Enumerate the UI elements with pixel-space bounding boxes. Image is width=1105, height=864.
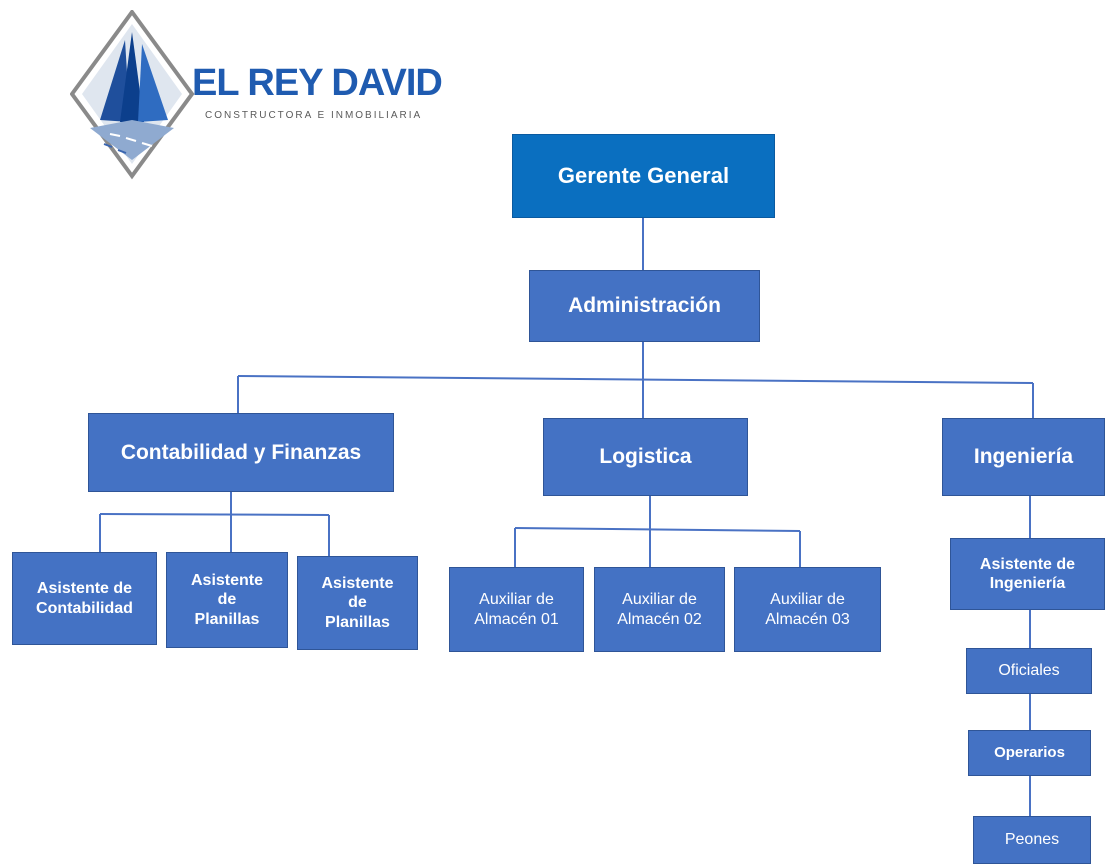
- node-auxiliar-almacen-03: Auxiliar de Almacén 03: [734, 567, 881, 652]
- node-label: Peones: [1004, 831, 1060, 849]
- node-auxiliar-almacen-02: Auxiliar de Almacén 02: [594, 567, 725, 652]
- node-administracion: Administración: [529, 270, 760, 342]
- node-operarios: Operarios: [968, 730, 1091, 776]
- node-label: Auxiliar de Almacén 01: [474, 591, 559, 628]
- node-label: Auxiliar de Almacén 02: [617, 591, 702, 628]
- connector-main-bus: [237, 375, 1034, 384]
- node-label: Operarios: [994, 744, 1065, 761]
- node-label: Asistente de Ingeniería: [979, 555, 1076, 592]
- node-peones: Peones: [973, 816, 1091, 864]
- brand-name: EL REY DAVID: [192, 62, 443, 104]
- node-ingenieria: Ingeniería: [942, 418, 1105, 496]
- node-label: Auxiliar de Almacén 03: [765, 591, 850, 628]
- brand-tagline: CONSTRUCTORA E INMOBILIARIA: [205, 110, 423, 121]
- node-label: Asistente de Contabilidad: [36, 580, 133, 617]
- node-asistente-planillas-1: Asistente de Planillas: [166, 552, 288, 648]
- node-contabilidad-finanzas: Contabilidad y Finanzas: [88, 413, 394, 492]
- node-label: Asistente de Planillas: [190, 572, 264, 628]
- node-label: Contabilidad y Finanzas: [120, 440, 362, 464]
- building-diamond-icon: [70, 10, 195, 180]
- node-label: Ingeniería: [973, 445, 1074, 469]
- node-gerente-general: Gerente General: [512, 134, 775, 218]
- node-label: Administración: [568, 294, 721, 318]
- node-label: Logistica: [599, 445, 692, 469]
- connector-logistica-hbus: [514, 527, 801, 532]
- connector-contabilidad-hbus: [99, 513, 330, 516]
- node-label: Gerente General: [557, 162, 730, 188]
- node-label: Oficiales: [998, 662, 1060, 680]
- node-asistente-contabilidad: Asistente de Contabilidad: [12, 552, 157, 645]
- node-asistente-ingenieria: Asistente de Ingeniería: [950, 538, 1105, 610]
- node-oficiales: Oficiales: [966, 648, 1092, 694]
- node-asistente-planillas-2: Asistente de Planillas: [297, 556, 418, 650]
- node-logistica: Logistica: [543, 418, 748, 496]
- node-auxiliar-almacen-01: Auxiliar de Almacén 01: [449, 567, 584, 652]
- node-label: Asistente de Planillas: [321, 575, 394, 631]
